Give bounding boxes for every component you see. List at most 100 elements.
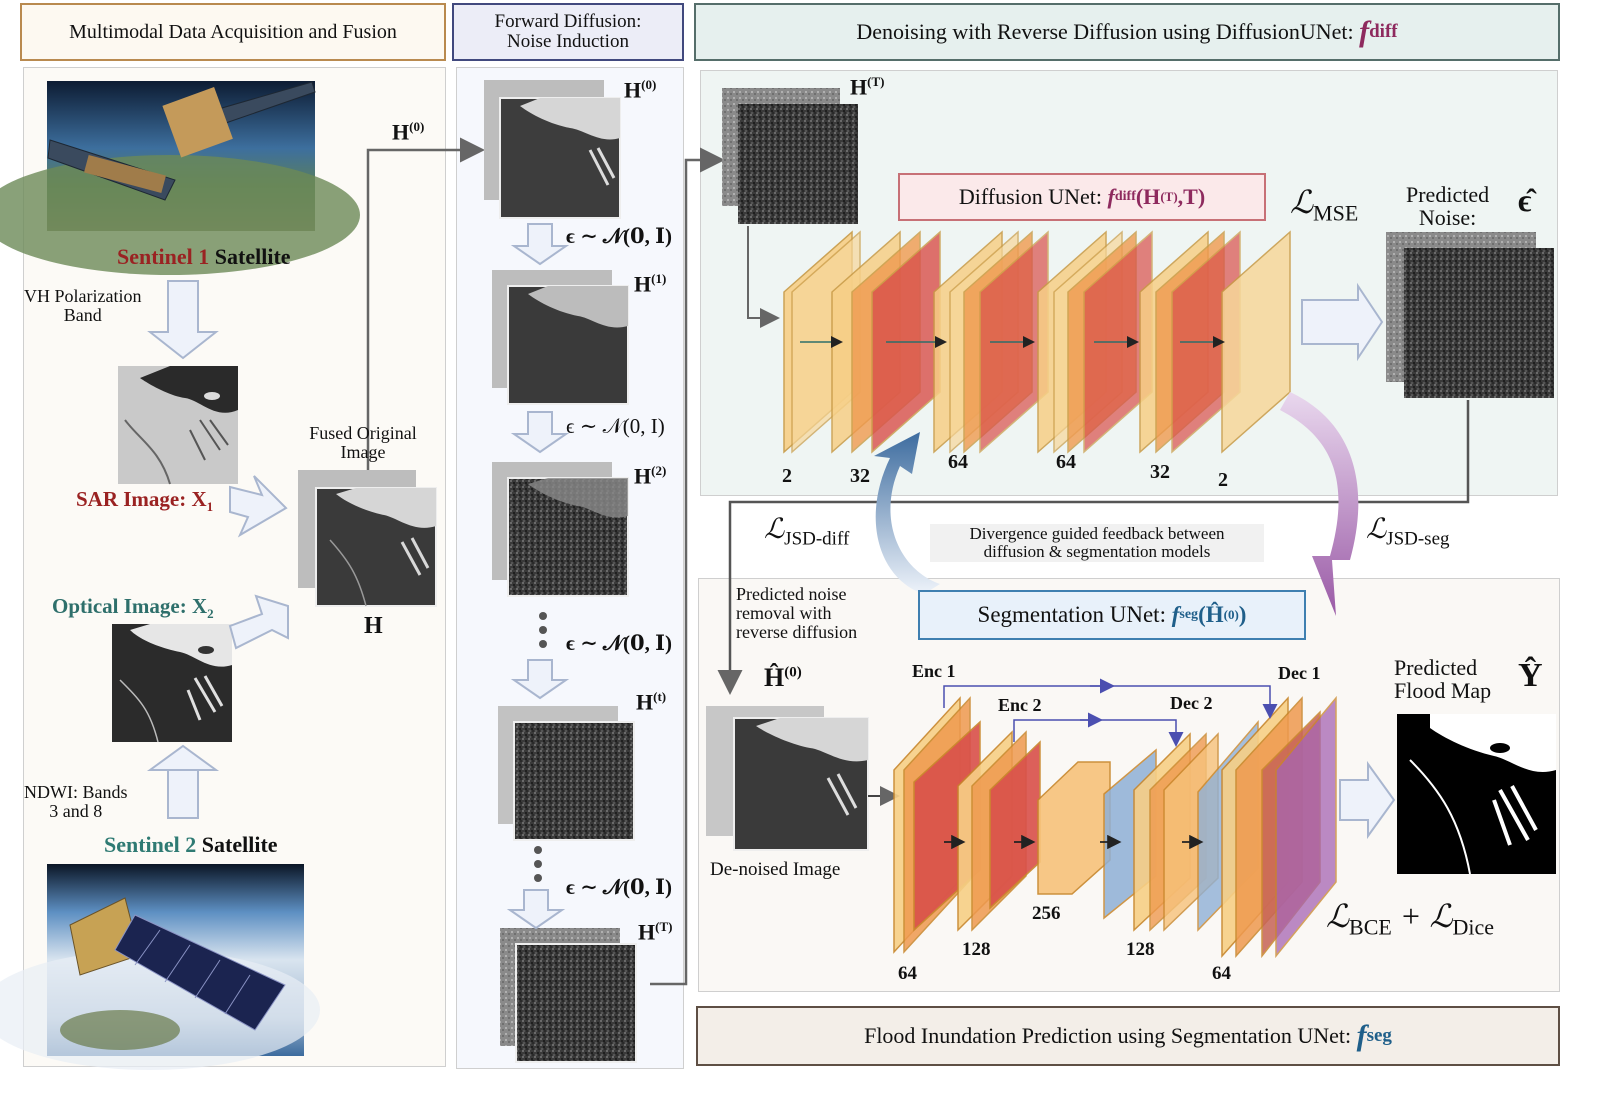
forward-ellipsis bbox=[534, 612, 547, 882]
diffusion-input-text: H bbox=[850, 74, 868, 100]
feedback-note-line1: Divergence guided feedback between bbox=[969, 524, 1225, 543]
jsd-seg-arc bbox=[1280, 392, 1359, 616]
optical-image bbox=[112, 624, 232, 743]
h0-connector-label-sup: (0) bbox=[409, 119, 425, 134]
diffusion-input-stack bbox=[722, 88, 858, 224]
seg-channel-2: 256 bbox=[1032, 903, 1061, 924]
fdiff-subscript: diff bbox=[1369, 21, 1398, 43]
forward-header-line2: Noise Induction bbox=[507, 31, 629, 52]
forward-stack-h1 bbox=[492, 270, 629, 405]
predicted-noise-symbol: ϵ̂ bbox=[1518, 182, 1532, 218]
predicted-flood-map-line2: Flood Map bbox=[1394, 678, 1492, 704]
forward-hT-label: H(T) bbox=[638, 919, 673, 945]
forward-stack-h2 bbox=[492, 462, 629, 597]
sentinel2-image bbox=[0, 864, 320, 1070]
diffusion-unet-args: (H bbox=[1135, 184, 1161, 209]
segmentation-unet-prefix: Segmentation UNet: bbox=[977, 602, 1166, 627]
sentinel1-image bbox=[0, 81, 360, 275]
enc1-label: Enc 1 bbox=[912, 661, 956, 681]
diffusion-unet-args-end: ,T) bbox=[1177, 184, 1206, 209]
hhat-sup: (0) bbox=[784, 664, 802, 681]
forward-h1-text: H bbox=[634, 271, 652, 297]
ndwi-line2: 3 and 8 bbox=[49, 800, 103, 821]
forward-hT-sup: (T) bbox=[655, 919, 673, 934]
dec2-label: Dec 2 bbox=[1170, 693, 1213, 713]
noise-removal-label: Predicted noise removal with reverse dif… bbox=[736, 585, 857, 642]
forward-ht-sup: (t) bbox=[653, 689, 667, 704]
feedback-note-line2: diffusion & segmentation models bbox=[983, 541, 1211, 561]
fused-label: Fused Original Image bbox=[302, 424, 424, 462]
sar-label-text: SAR Image: X bbox=[76, 487, 207, 511]
vh-line1: VH Polarization bbox=[24, 286, 142, 306]
sentinel1-label: Sentinel 1 Satellite bbox=[117, 245, 291, 268]
noise-label-1: ϵ ∼ 𝒩(𝟎, 𝐈) bbox=[566, 224, 672, 248]
dec1-label: Dec 1 bbox=[1278, 663, 1321, 683]
diffusion-channel-0: 2 bbox=[782, 465, 792, 487]
diffusion-input-arrow bbox=[747, 226, 780, 328]
diffusion-input-label: H(T) bbox=[850, 74, 884, 100]
loss-bce-dice: ℒBCE + ℒDice bbox=[1326, 898, 1494, 938]
forward-h2-label: H(2) bbox=[634, 463, 667, 489]
predicted-noise-line2: Noise: bbox=[1418, 205, 1477, 231]
sar-image bbox=[118, 366, 238, 485]
forward-h1-label: H(1) bbox=[634, 271, 667, 297]
hollow-arrows-fusion bbox=[146, 280, 289, 819]
segmentation-unet-f: f bbox=[1171, 602, 1180, 627]
fseg-subscript: seg bbox=[1366, 1025, 1392, 1047]
predicted-flood-map-line1: Predicted bbox=[1394, 655, 1478, 680]
h0-connector-label-text: H bbox=[392, 119, 410, 145]
forward-hT-text: H bbox=[638, 919, 656, 945]
loss-jsd-diff: ℒJSD-diff bbox=[764, 515, 849, 550]
forward-down-arrows bbox=[506, 223, 570, 930]
ht-connector bbox=[650, 147, 725, 986]
forward-h0-sup: (0) bbox=[641, 77, 657, 92]
diffusion-unet-prefix: Diffusion UNet: bbox=[958, 184, 1103, 209]
forward-ht-text: H bbox=[636, 689, 654, 715]
skip-connection-enc1-dec1 bbox=[943, 685, 1278, 719]
noise-removal-connector bbox=[717, 400, 1470, 695]
forward-ht-label: H(t) bbox=[636, 689, 667, 715]
skip-connection-enc2-dec2 bbox=[1013, 719, 1184, 747]
seg-channel-1: 128 bbox=[962, 939, 991, 960]
forward-h0-text: H bbox=[624, 77, 642, 103]
hhat-label: Ĥ(0) bbox=[764, 664, 802, 691]
enc2-label: Enc 2 bbox=[998, 695, 1042, 715]
predicted-flood-map-label: Predicted Flood Map bbox=[1394, 656, 1491, 702]
optical-label-sub: 2 bbox=[207, 606, 214, 622]
sentinel1-plain: Satellite bbox=[209, 244, 291, 269]
forward-h1-sup: (1) bbox=[651, 271, 667, 286]
flood-header-title: Flood Inundation Prediction using Segmen… bbox=[864, 1023, 1352, 1049]
forward-h2-sup: (2) bbox=[651, 463, 667, 478]
segmentation-unet-args-end: ) bbox=[1238, 602, 1247, 627]
forward-stack-hT bbox=[500, 928, 637, 1063]
loss-mse-sub: MSE bbox=[1313, 200, 1359, 226]
segmentation-unet-args: (Ĥ bbox=[1198, 602, 1224, 627]
noise-removal-line3: reverse diffusion bbox=[736, 621, 858, 642]
diffusion-unet-args-sup: (T) bbox=[1160, 189, 1178, 204]
forward-h2-text: H bbox=[634, 463, 652, 489]
diffusion-output-arrow bbox=[1301, 282, 1384, 362]
sentinel2-plain: Satellite bbox=[196, 832, 278, 857]
diffusion-channel-2: 64 bbox=[948, 451, 968, 473]
forward-stack-ht bbox=[498, 706, 635, 841]
diffusion-channel-5: 2 bbox=[1218, 469, 1228, 491]
sentinel1-colored: Sentinel 1 bbox=[117, 244, 210, 269]
diffusion-channel-4: 32 bbox=[1150, 461, 1170, 483]
forward-header-line1: Forward Diffusion: bbox=[494, 11, 642, 33]
h0-connector bbox=[366, 137, 485, 470]
diffusion-unet-sub: diff bbox=[1114, 189, 1136, 204]
segmentation-output-arrow bbox=[1339, 760, 1396, 840]
predicted-flood-map bbox=[1397, 714, 1556, 875]
forward-h0-label: H(0) bbox=[624, 77, 657, 103]
noise-label-2: ϵ ∼ 𝒩(0, I) bbox=[566, 414, 665, 438]
ndwi-label: NDWI: Bands 3 and 8 bbox=[24, 783, 127, 821]
sentinel2-label: Sentinel 2 Satellite bbox=[104, 833, 278, 856]
loss-mse: ℒMSE bbox=[1290, 185, 1359, 226]
sar-label: SAR Image: X1 bbox=[76, 488, 213, 514]
fusion-header-title: Multimodal Data Acquisition and Fusion bbox=[69, 20, 397, 43]
noise-removal-line1: Predicted noise bbox=[736, 584, 847, 604]
ndwi-line1: NDWI: Bands bbox=[24, 782, 128, 802]
loss-bce-symbol: ℒ bbox=[1326, 898, 1350, 934]
